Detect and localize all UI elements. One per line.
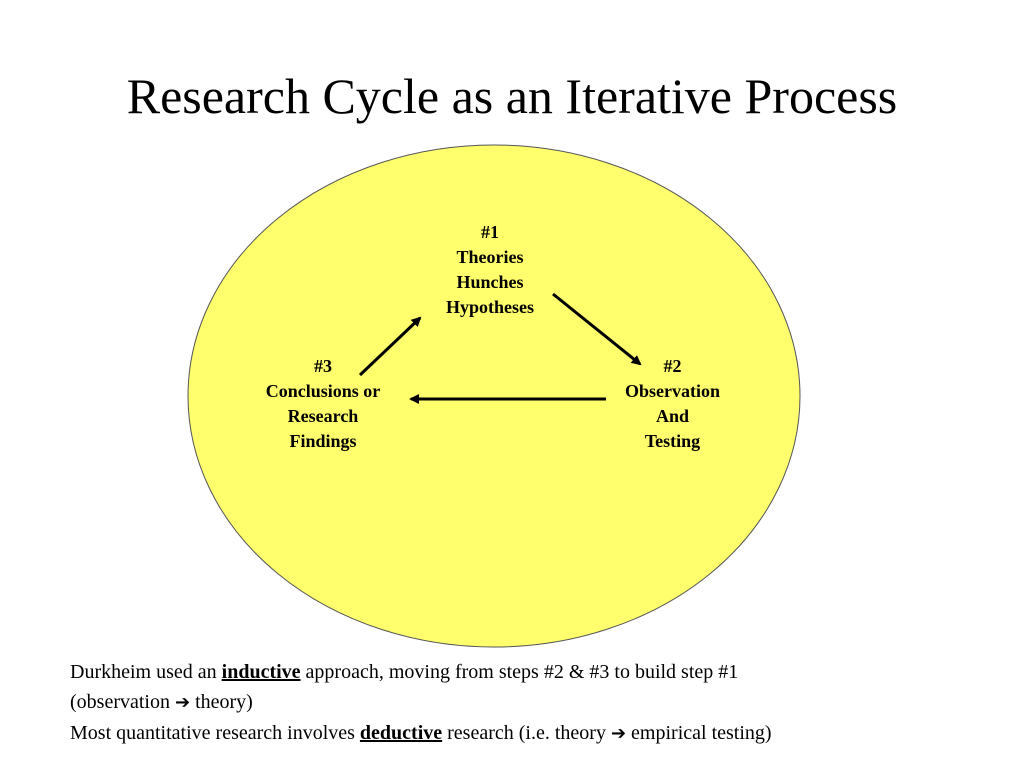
step-3-node: #3 Conclusions or Research Findings xyxy=(238,354,408,454)
note-line-deductive: Most quantitative research involves dedu… xyxy=(70,718,1000,749)
step-1-line: Hunches xyxy=(456,272,524,292)
deductive-term: deductive xyxy=(359,722,443,744)
note-text: empirical testing) xyxy=(626,722,772,744)
note-text: research (i.e. theory xyxy=(442,722,611,744)
slide-notes: Durkheim used an inductive approach, mov… xyxy=(70,657,1000,749)
arrow-step1-to-step2 xyxy=(552,292,642,366)
step-3-line: Conclusions or xyxy=(265,381,381,401)
note-text: approach, moving from steps #2 & #3 to b… xyxy=(300,661,739,683)
note-text: Durkheim used an xyxy=(70,661,222,683)
step-2-number: #2 xyxy=(663,356,682,376)
slide-title: Research Cycle as an Iterative Process xyxy=(126,68,898,124)
note-line-observation: (observation ➔ theory) xyxy=(70,687,1000,718)
step-2-line: Observation xyxy=(624,381,720,401)
arrow-step3-to-step1 xyxy=(358,316,422,377)
step-3-line: Findings xyxy=(289,431,357,451)
right-arrow-icon: ➔ xyxy=(610,723,627,744)
note-line-inductive: Durkheim used an inductive approach, mov… xyxy=(70,657,1000,687)
right-arrow-icon: ➔ xyxy=(174,692,191,713)
step-1-line: Theories xyxy=(456,247,524,267)
step-2-line: And xyxy=(655,406,690,426)
step-1-line: Hypotheses xyxy=(445,297,534,317)
cycle-circle xyxy=(187,144,801,648)
note-text: Most quantitative research involves xyxy=(70,722,360,744)
step-3-line: Research xyxy=(287,406,359,426)
step-2-line: Testing xyxy=(644,431,701,451)
note-text: (observation xyxy=(70,691,175,713)
inductive-term: inductive xyxy=(221,661,301,683)
step-1-node: #1 Theories Hunches Hypotheses xyxy=(400,220,580,320)
note-text: theory) xyxy=(190,691,253,713)
step-3-number: #3 xyxy=(314,356,332,376)
step-2-node: #2 Observation And Testing xyxy=(590,354,755,454)
step-1-number: #1 xyxy=(481,222,499,242)
